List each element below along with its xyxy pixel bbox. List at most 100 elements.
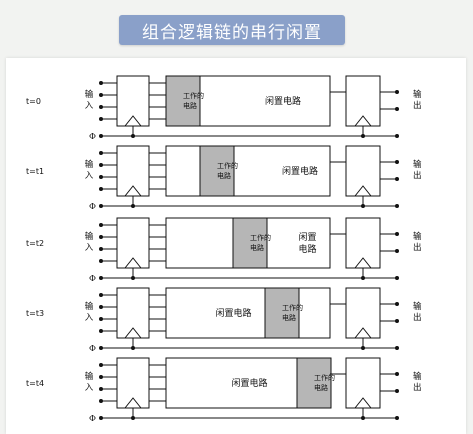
logic-block (165, 145, 331, 197)
clock-tap-dot (361, 416, 365, 420)
idle-label: 电路 (299, 243, 317, 255)
input-register (116, 145, 150, 197)
clock-dot (395, 416, 399, 420)
output-dot (395, 90, 399, 94)
input-label: 入 (85, 243, 94, 253)
output-register (345, 287, 381, 339)
phi-label: Φ (89, 202, 96, 212)
input-register (116, 217, 150, 269)
phi-label: Φ (89, 414, 96, 424)
output-register (345, 357, 381, 409)
time-label: t=t4 (26, 379, 44, 388)
pipeline-row: t=t1输入工作的电路闲置电路输出Φ (26, 145, 422, 212)
input-register (116, 287, 150, 339)
idle-label: 闲置电路 (282, 165, 318, 177)
working-circuit (264, 287, 300, 339)
working-label: 电路 (217, 171, 231, 180)
working-label: 工作的 (217, 161, 238, 170)
output-dot (395, 302, 399, 306)
slide-title: 组合逻辑链的串行闲置 (119, 15, 345, 45)
clock-tap-dot (361, 134, 365, 138)
output-dot (395, 249, 399, 253)
working-circuit (296, 357, 332, 409)
input-label: 输 (85, 371, 94, 382)
output-dot (395, 232, 399, 236)
clock-tap-dot (361, 204, 365, 208)
output-label: 输 (413, 231, 422, 242)
output-label: 输 (413, 159, 422, 170)
clock-tap-dot (131, 204, 135, 208)
phi-label: Φ (89, 344, 96, 354)
output-register (345, 217, 381, 269)
working-label: 工作的 (250, 233, 271, 242)
output-dot (395, 389, 399, 393)
idle-label: 闲置 (299, 232, 317, 243)
clock-triangle (124, 115, 142, 127)
phi-label: Φ (89, 132, 96, 142)
clock-triangle (354, 327, 372, 339)
working-label: 电路 (250, 243, 264, 252)
clock-tap-dot (131, 276, 135, 280)
clock-tap-dot (361, 276, 365, 280)
working-circuit (199, 145, 235, 197)
clock-triangle (354, 185, 372, 197)
input-label: 输 (85, 159, 94, 170)
clock-triangle (354, 257, 372, 269)
output-label: 出 (413, 100, 422, 111)
clock-tap-dot (131, 346, 135, 350)
working-circuit (232, 217, 268, 269)
phi-label: Φ (89, 274, 96, 284)
time-label: t=0 (26, 97, 41, 106)
idle-label: 闲置电路 (265, 95, 301, 107)
input-label: 入 (85, 383, 94, 393)
output-label: 出 (413, 312, 422, 323)
logic-block (165, 287, 331, 339)
output-register (345, 145, 381, 197)
clock-dot (395, 134, 399, 138)
output-label: 出 (413, 242, 422, 253)
clock-triangle (124, 185, 142, 197)
input-label: 输 (85, 89, 94, 100)
output-dot (395, 372, 399, 376)
idle-label: 闲置电路 (232, 377, 268, 389)
working-label: 工作的 (183, 91, 204, 100)
output-dot (395, 107, 399, 111)
clock-triangle (354, 115, 372, 127)
clock-triangle (124, 397, 142, 409)
clock-triangle (354, 397, 372, 409)
clock-dot (395, 276, 399, 280)
output-register (345, 75, 381, 127)
input-register (116, 75, 150, 127)
input-label: 入 (85, 171, 94, 181)
clock-dot (395, 346, 399, 350)
working-label: 工作的 (282, 303, 303, 312)
output-label: 输 (413, 301, 422, 312)
input-label: 入 (85, 313, 94, 323)
output-label: 出 (413, 382, 422, 393)
clock-tap-dot (361, 346, 365, 350)
clock-triangle (124, 327, 142, 339)
time-label: t=t3 (26, 309, 44, 318)
working-circuit (165, 75, 201, 127)
clock-triangle (124, 257, 142, 269)
output-label: 出 (413, 170, 422, 181)
idle-label: 闲置电路 (216, 307, 252, 319)
output-dot (395, 319, 399, 323)
input-label: 入 (85, 101, 94, 111)
clock-tap-dot (131, 416, 135, 420)
time-label: t=t1 (26, 167, 44, 176)
clock-tap-dot (131, 134, 135, 138)
input-label: 输 (85, 301, 94, 312)
input-label: 输 (85, 231, 94, 242)
input-register (116, 357, 150, 409)
output-dot (395, 177, 399, 181)
clock-dot (395, 204, 399, 208)
time-label: t=t2 (26, 239, 44, 248)
working-label: 电路 (183, 101, 197, 110)
working-label: 电路 (314, 383, 328, 392)
output-label: 输 (413, 371, 422, 382)
